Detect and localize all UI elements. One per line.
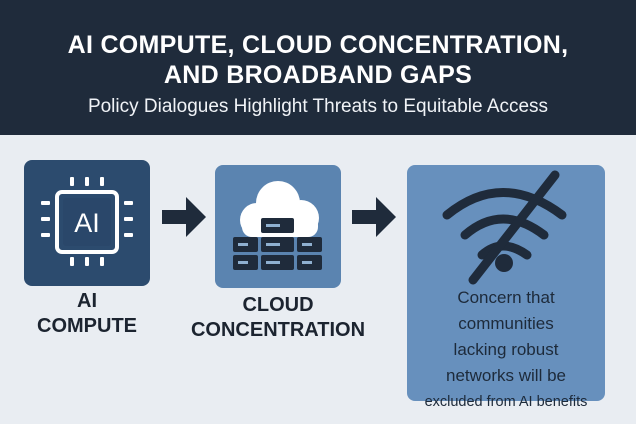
cloud-concentration-card [215, 165, 341, 288]
label-line: COMPUTE [37, 315, 137, 337]
ai-compute-card: AI [24, 160, 150, 286]
page-subtitle: Policy Dialogues Highlight Threats to Eq… [87, 96, 549, 117]
title-line-1: AI COMPUTE, CLOUD CONCENTRATION, [67, 31, 569, 59]
label-line: AI [77, 290, 97, 312]
concern-line: lacking robust [453, 340, 559, 359]
concern-line: communities [458, 314, 554, 333]
concern-text: Concern that communities lacking robust … [407, 285, 605, 415]
cloud-concentration-label: CLOUD CONCENTRATION [180, 293, 376, 343]
broadband-gap-card [407, 165, 605, 401]
label-line: CLOUD [242, 294, 314, 316]
ai-chip-icon: AI [41, 177, 133, 266]
concern-line: excluded from AI benefits [424, 394, 588, 410]
label-line: CONCENTRATION [190, 319, 366, 341]
arrow-right-icon [352, 197, 396, 237]
ai-compute-label: AI COMPUTE [24, 289, 150, 339]
page-title: AI COMPUTE, CLOUD CONCENTRATION, AND BRO… [0, 30, 636, 90]
header-banner: AI COMPUTE, CLOUD CONCENTRATION, AND BRO… [0, 0, 636, 135]
title-line-2: AND BROADBAND GAPS [163, 61, 473, 89]
arrow-right-icon [162, 197, 206, 237]
concern-line: networks will be [446, 366, 566, 385]
cloud-server-icon [233, 181, 322, 270]
concern-line: Concern that [457, 288, 555, 307]
wifi-off-icon [442, 170, 567, 285]
chip-text: AI [74, 208, 100, 238]
